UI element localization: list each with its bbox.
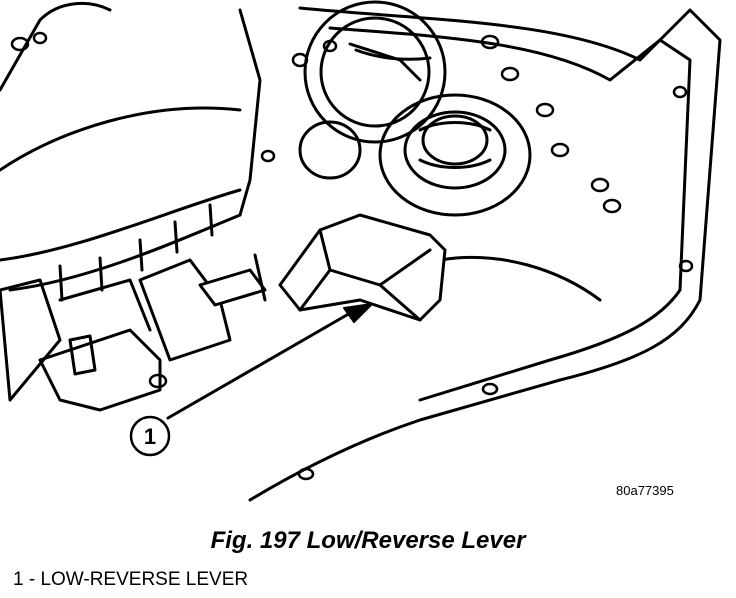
callout-number: 1 [144, 424, 156, 449]
transmission-illustration: 1 [0, 0, 722, 502]
case-flange [0, 1, 722, 502]
bolt-holes [10, 31, 694, 481]
figure-reference-code: 80a77395 [616, 483, 674, 498]
legend-item: 1 - LOW-REVERSE LEVER [13, 569, 249, 590]
valve-body [0, 258, 232, 412]
figure-caption: Fig. 197 Low/Reverse Lever [210, 527, 526, 554]
callout-marker: 1 [129, 415, 171, 457]
servo-bore [298, 0, 532, 217]
clutch-drum [0, 8, 262, 302]
callout-leader [166, 303, 373, 420]
low-reverse-lever [198, 213, 447, 322]
